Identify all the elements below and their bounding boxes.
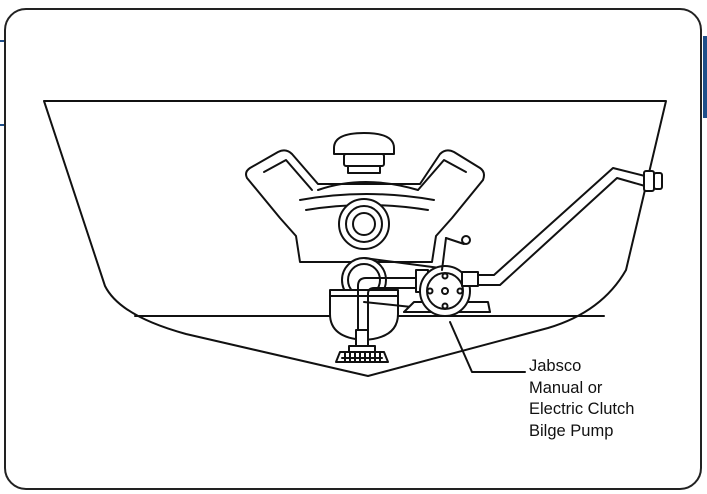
callout-line-3: Electric Clutch bbox=[529, 400, 635, 418]
callout-line-1: Jabsco bbox=[529, 357, 582, 375]
edge-accent-right bbox=[703, 36, 707, 118]
engine bbox=[245, 132, 485, 341]
callout-leader-line bbox=[449, 321, 526, 373]
bilge-pump bbox=[403, 235, 491, 317]
callout-line-4: Bilge Pump bbox=[529, 421, 614, 440]
callout-line-2: Manual or bbox=[529, 378, 603, 397]
strainer bbox=[335, 329, 389, 363]
intake-hose bbox=[357, 277, 417, 331]
discharge-hose bbox=[477, 167, 663, 286]
pump-callout-label: Jabsco Manual or Electric Clutch Bilge P… bbox=[529, 356, 699, 442]
